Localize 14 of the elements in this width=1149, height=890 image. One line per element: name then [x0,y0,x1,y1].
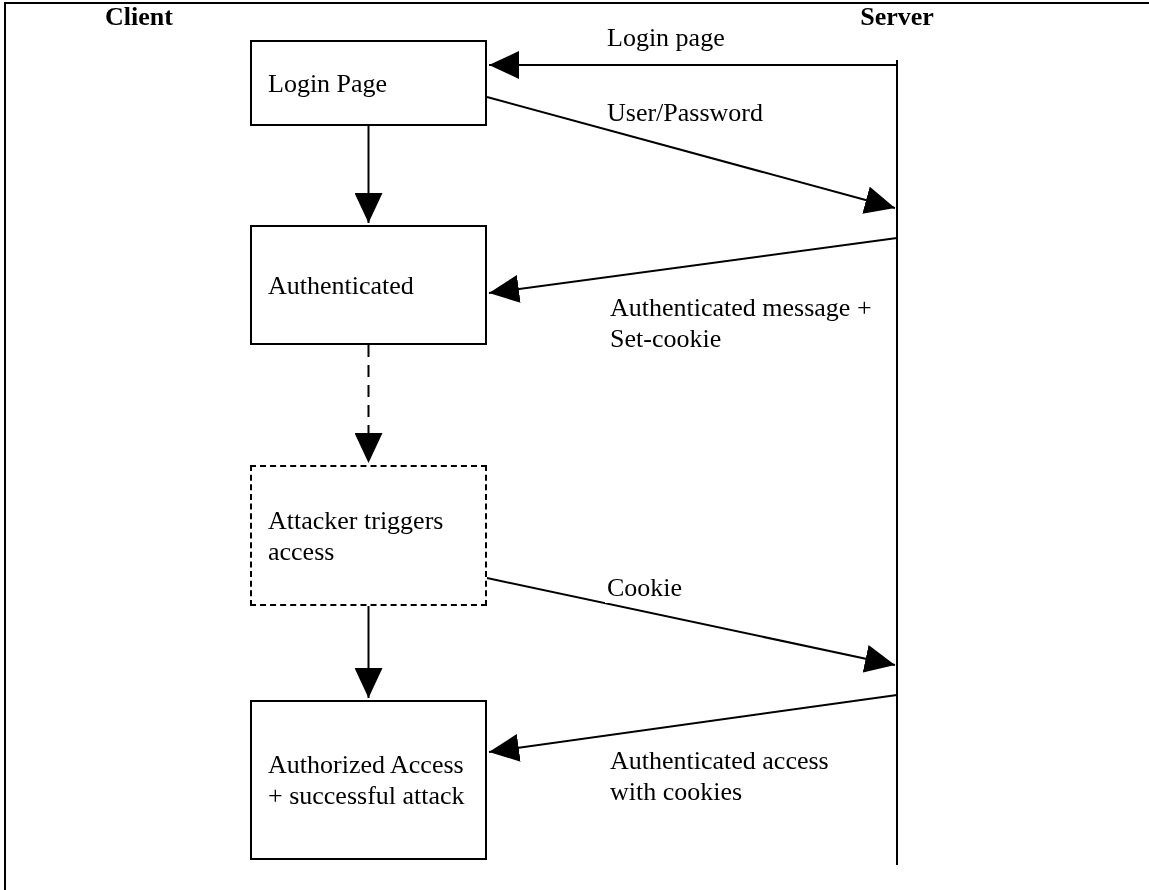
arrow [354,605,383,699]
arrow [488,237,898,303]
arrow [354,125,383,224]
arrow [488,51,898,79]
arrow [486,96,896,214]
process-box: Attacker triggers access [250,465,487,606]
process-box: Authorized Access + successful attack [250,700,487,860]
arrow [354,344,383,464]
client-heading: Client [105,2,173,32]
process-box: Login Page [250,40,487,126]
arrow [488,694,898,762]
arrow [486,577,896,673]
server-heading: Server [859,2,935,32]
process-box: Authenticated [250,225,487,345]
